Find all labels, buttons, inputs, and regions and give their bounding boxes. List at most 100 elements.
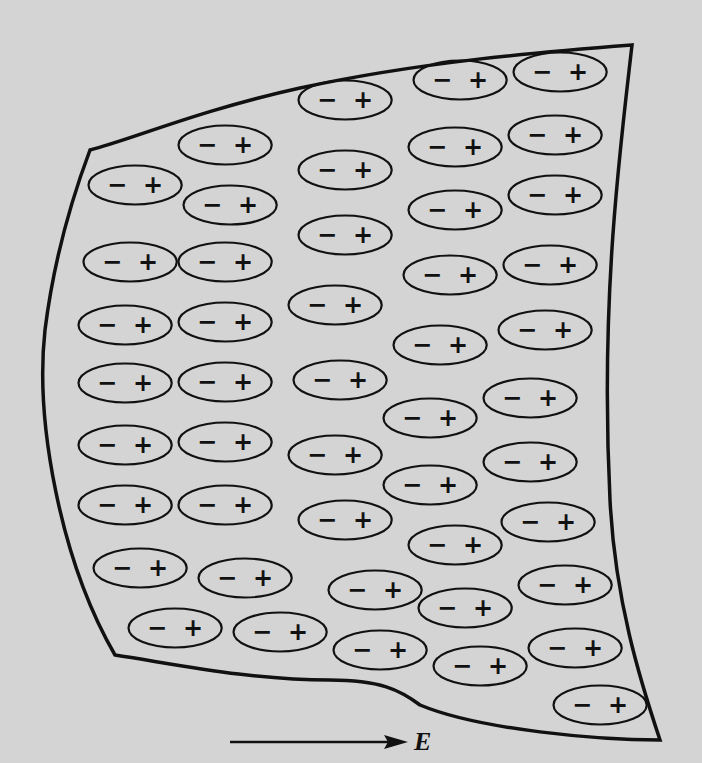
- dipole-molecule: −+: [497, 309, 593, 351]
- positive-charge: +: [438, 406, 458, 430]
- molecule-outline: [287, 284, 383, 326]
- dipole-molecule: −+: [517, 564, 613, 606]
- molecule-outline: [517, 564, 613, 606]
- molecule-outline: [77, 424, 173, 466]
- positive-charge: +: [233, 250, 253, 274]
- negative-charge: −: [432, 68, 452, 92]
- negative-charge: −: [97, 433, 117, 457]
- negative-charge: −: [427, 533, 447, 557]
- positive-charge: +: [463, 198, 483, 222]
- field-arrow-shaft: [230, 741, 392, 744]
- negative-charge: −: [452, 654, 472, 678]
- dipole-molecule: −+: [182, 184, 278, 226]
- positive-charge: +: [538, 450, 558, 474]
- positive-charge: +: [438, 473, 458, 497]
- positive-charge: +: [458, 263, 478, 287]
- negative-charge: −: [197, 310, 217, 334]
- molecule-outline: [417, 587, 513, 629]
- dipole-molecule: −+: [417, 587, 513, 629]
- positive-charge: +: [568, 60, 588, 84]
- dipole-molecule: −+: [177, 241, 273, 283]
- negative-charge: −: [547, 636, 567, 660]
- positive-charge: +: [233, 133, 253, 157]
- dipole-molecule: −+: [177, 421, 273, 463]
- dipole-molecule: −+: [512, 51, 608, 93]
- negative-charge: −: [402, 406, 422, 430]
- molecule-outline: [127, 607, 223, 649]
- molecule-outline: [482, 441, 578, 483]
- dipole-molecule: −+: [507, 114, 603, 156]
- negative-charge: −: [147, 616, 167, 640]
- molecule-outline: [382, 464, 478, 506]
- dipole-molecule: −+: [527, 627, 623, 669]
- dipole-molecule: −+: [287, 284, 383, 326]
- molecule-outline: [232, 611, 328, 653]
- molecule-outline: [402, 254, 498, 296]
- molecule-outline: [292, 359, 388, 401]
- molecule-outline: [177, 124, 273, 166]
- molecule-outline: [297, 149, 393, 191]
- negative-charge: −: [97, 493, 117, 517]
- molecule-outline: [497, 309, 593, 351]
- positive-charge: +: [233, 310, 253, 334]
- molecule-outline: [392, 324, 488, 366]
- positive-charge: +: [253, 566, 273, 590]
- dipole-molecule: −+: [407, 524, 503, 566]
- dipole-molecule: −+: [432, 645, 528, 687]
- dipole-molecule: −+: [177, 361, 273, 403]
- dipole-molecule: −+: [177, 301, 273, 343]
- positive-charge: +: [573, 573, 593, 597]
- negative-charge: −: [107, 173, 127, 197]
- molecule-outline: [182, 184, 278, 226]
- dipole-molecule: −+: [382, 464, 478, 506]
- negative-charge: −: [252, 620, 272, 644]
- dipole-molecule: −+: [297, 79, 393, 121]
- dipole-molecule: −+: [177, 124, 273, 166]
- dipole-molecule: −+: [232, 611, 328, 653]
- molecule-outline: [507, 114, 603, 156]
- negative-charge: −: [197, 250, 217, 274]
- molecule-outline: [177, 301, 273, 343]
- negative-charge: −: [197, 370, 217, 394]
- positive-charge: +: [138, 250, 158, 274]
- positive-charge: +: [288, 620, 308, 644]
- dipole-molecule: −+: [77, 424, 173, 466]
- positive-charge: +: [233, 493, 253, 517]
- dipole-molecule: −+: [382, 397, 478, 439]
- negative-charge: −: [347, 578, 367, 602]
- dipole-molecule: −+: [292, 359, 388, 401]
- positive-charge: +: [473, 596, 493, 620]
- molecule-outline: [197, 557, 293, 599]
- positive-charge: +: [468, 68, 488, 92]
- positive-charge: +: [233, 430, 253, 454]
- molecule-outline: [297, 79, 393, 121]
- negative-charge: −: [527, 123, 547, 147]
- negative-charge: −: [352, 638, 372, 662]
- molecule-outline: [512, 51, 608, 93]
- negative-charge: −: [502, 450, 522, 474]
- dipole-molecule: −+: [297, 499, 393, 541]
- negative-charge: −: [217, 566, 237, 590]
- dipole-molecule: −+: [77, 304, 173, 346]
- dipole-molecule: −+: [297, 149, 393, 191]
- molecule-outline: [332, 629, 428, 671]
- positive-charge: +: [353, 508, 373, 532]
- negative-charge: −: [427, 135, 447, 159]
- dipole-molecule: −+: [82, 241, 178, 283]
- negative-charge: −: [102, 250, 122, 274]
- positive-charge: +: [488, 654, 508, 678]
- positive-charge: +: [353, 223, 373, 247]
- positive-charge: +: [133, 433, 153, 457]
- positive-charge: +: [563, 123, 583, 147]
- dipole-molecule: −+: [407, 126, 503, 168]
- molecule-outline: [500, 501, 596, 543]
- molecule-outline: [507, 174, 603, 216]
- positive-charge: +: [553, 318, 573, 342]
- negative-charge: −: [422, 263, 442, 287]
- negative-charge: −: [522, 253, 542, 277]
- dipole-molecule: −+: [552, 684, 648, 726]
- positive-charge: +: [353, 158, 373, 182]
- positive-charge: +: [238, 193, 258, 217]
- molecule-outline: [407, 524, 503, 566]
- positive-charge: +: [233, 370, 253, 394]
